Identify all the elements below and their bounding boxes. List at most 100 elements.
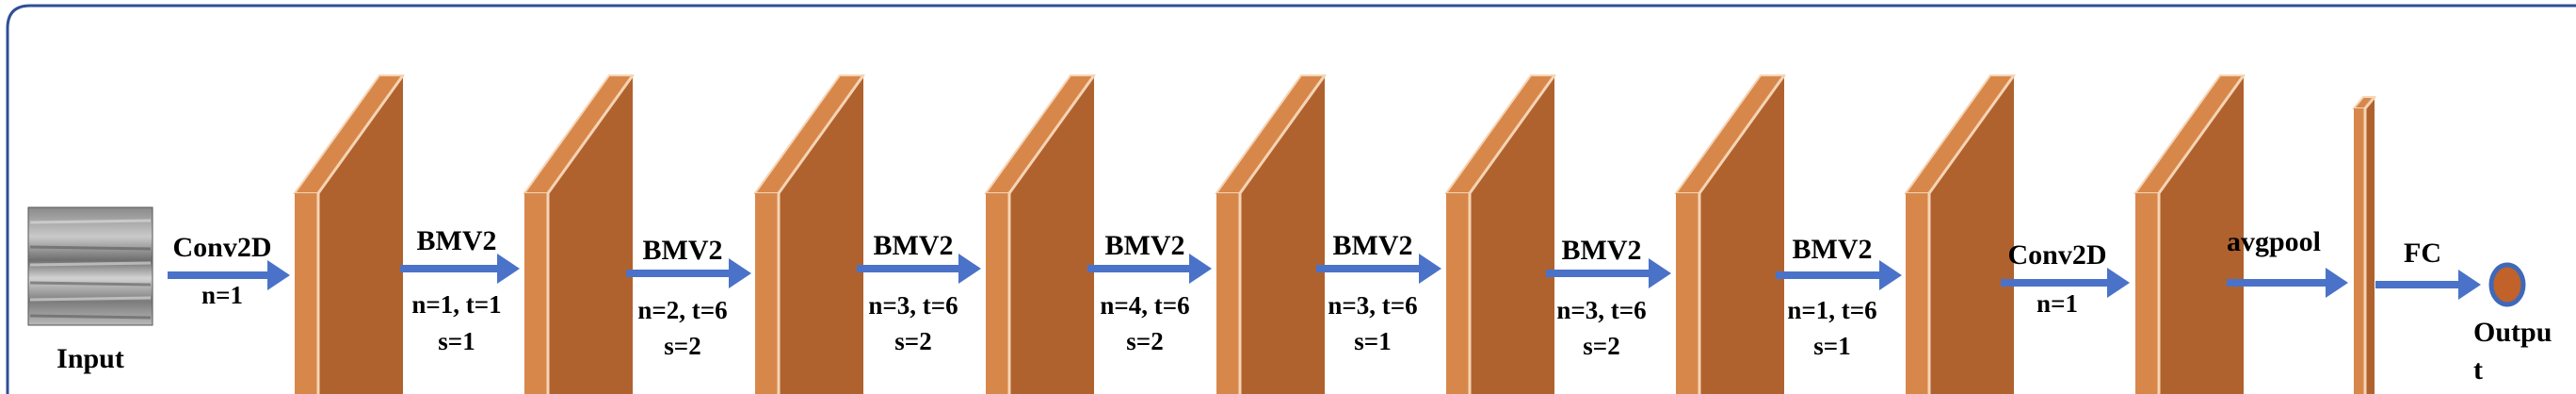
block-params-line2: s=1 xyxy=(438,327,475,355)
layer-edge xyxy=(1927,74,2016,194)
flow-arrow-head xyxy=(2107,268,2130,298)
layer-right-face xyxy=(779,75,863,394)
block-title: BMV2 xyxy=(1562,235,1642,266)
block-title: BMV2 xyxy=(874,230,954,261)
block-label: BMV2 n=4, t=6 s=2 xyxy=(1100,230,1189,355)
layer-edge xyxy=(1468,74,1556,194)
block-params-line2: s=1 xyxy=(1354,327,1391,355)
flow-arrow-head xyxy=(1649,258,1671,288)
block-title: Conv2D xyxy=(172,232,271,263)
layer-edge xyxy=(1007,74,1096,194)
layer-front-face xyxy=(1216,193,1240,394)
layer-front-face xyxy=(986,193,1009,394)
layer-slab xyxy=(293,74,405,394)
input-texture-line xyxy=(29,281,152,287)
layer-edge xyxy=(316,74,405,194)
flow-arrow xyxy=(400,254,520,284)
block-label: BMV2 n=1, t=1 s=1 xyxy=(411,225,501,355)
layer-right-face xyxy=(2159,75,2244,394)
flow-arrow xyxy=(1087,254,1212,284)
input-texture-line xyxy=(29,261,152,267)
input-texture-line xyxy=(29,314,152,320)
layer-slab xyxy=(984,74,1096,394)
layer-front-face xyxy=(295,193,318,394)
layer-front-face xyxy=(2354,108,2365,394)
block-params-line1: n=3, t=6 xyxy=(1556,296,1646,324)
layer-front-face xyxy=(1446,193,1470,394)
block-title: BMV2 xyxy=(1105,230,1185,261)
layer-right-face xyxy=(548,75,633,394)
block-title: FC xyxy=(2404,238,2441,269)
block-params-line1: n=1 xyxy=(2037,289,2078,318)
layer-slab xyxy=(1215,74,1327,394)
block-params-line2: s=2 xyxy=(1126,327,1163,355)
flow-arrow xyxy=(857,254,981,284)
flow-arrow-head xyxy=(1879,260,1902,290)
flow-arrow-head xyxy=(2326,268,2348,298)
layer-stack xyxy=(293,74,2377,394)
layer-edge xyxy=(2363,96,2376,109)
block-params-line1: n=3, t=6 xyxy=(868,291,958,320)
flow-arrow-head xyxy=(958,254,981,284)
input-label: Input xyxy=(56,343,124,374)
layer-front-face xyxy=(2135,193,2159,394)
layer-slab xyxy=(2351,96,2377,394)
block-label: FC xyxy=(2404,238,2441,269)
flow-arrow xyxy=(168,260,290,290)
layer-front-face xyxy=(755,193,779,394)
output-node xyxy=(2488,262,2526,307)
layer-right-face xyxy=(318,75,403,394)
block-title: Conv2D xyxy=(2007,239,2106,271)
flow-arrow-head xyxy=(2458,270,2481,300)
flow-arrow xyxy=(2375,270,2481,300)
block-params-line1: n=1, t=1 xyxy=(411,290,501,319)
layer-right-face xyxy=(1470,75,1554,394)
flow-arrow-head xyxy=(497,254,520,284)
flow-arrow-head xyxy=(1189,254,1212,284)
layer-right-face xyxy=(1009,75,1094,394)
flow-arrow xyxy=(626,258,751,288)
block-params-line1: n=4, t=6 xyxy=(1100,291,1189,320)
block-params-line1: n=1 xyxy=(201,281,243,309)
input-texture-line xyxy=(29,245,152,251)
block-label: Conv2D n=1 xyxy=(172,232,271,309)
flow-arrow xyxy=(2227,268,2348,298)
layer-edge xyxy=(777,74,865,194)
block-title: BMV2 xyxy=(1333,230,1413,261)
block-title: BMV2 xyxy=(417,225,497,256)
output-label-line1: Outpu xyxy=(2473,317,2552,348)
layer-right-face xyxy=(1699,75,1784,394)
block-title: avgpool xyxy=(2227,226,2321,257)
input-image xyxy=(27,206,153,326)
input-texture-line xyxy=(29,296,152,302)
layer-edge xyxy=(1238,74,1327,194)
layer-edge xyxy=(546,74,635,194)
flow-arrow-head xyxy=(729,258,751,288)
layer-right-face xyxy=(2365,97,2375,394)
block-label: Conv2D n=1 xyxy=(2007,239,2106,318)
block-params-line2: s=1 xyxy=(1813,332,1850,360)
flow-arrow xyxy=(1316,254,1441,284)
layer-slab xyxy=(1444,74,1556,394)
layer-edge xyxy=(1698,74,1786,194)
flow-arrow xyxy=(2001,268,2130,298)
layer-slab xyxy=(1904,74,2016,394)
arrow-group xyxy=(168,254,2481,300)
block-params-line2: s=2 xyxy=(664,332,700,360)
layer-slab xyxy=(2133,74,2246,394)
block-params-line1: n=2, t=6 xyxy=(637,296,727,324)
block-label: avgpool xyxy=(2227,226,2321,257)
layer-slab xyxy=(523,74,635,394)
layer-front-face xyxy=(1676,193,1699,394)
block-params-line1: n=1, t=6 xyxy=(1787,296,1876,324)
flow-arrow xyxy=(1546,258,1671,288)
layer-front-face xyxy=(524,193,548,394)
layer-edge xyxy=(2157,74,2246,194)
flow-arrow xyxy=(1776,260,1902,290)
block-params-line1: n=3, t=6 xyxy=(1328,291,1417,320)
